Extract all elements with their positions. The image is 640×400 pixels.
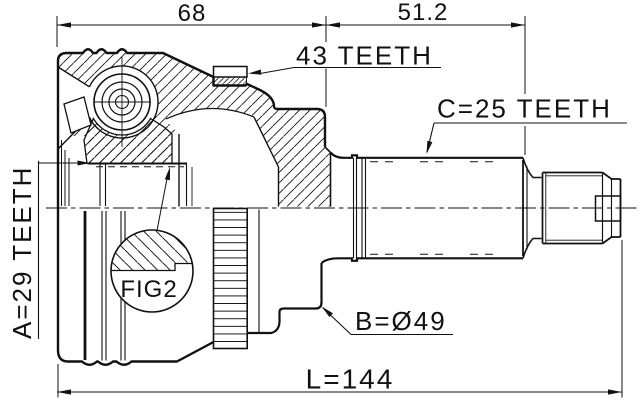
spline-bore xyxy=(88,163,187,207)
fig2-arrowhead xyxy=(164,167,170,181)
arrow-length-left xyxy=(57,389,71,395)
outer-race-section xyxy=(57,49,331,207)
inner-race-section xyxy=(61,117,193,206)
label-43-teeth: 43 TEETH xyxy=(296,41,433,71)
grease-cavity xyxy=(166,108,279,207)
drawing-labels: 68 51.2 43 TEETH C=25 TEETH A=29 TEETH B… xyxy=(7,0,612,395)
bell-lower-outline xyxy=(56,206,215,366)
shaft-top-edge xyxy=(329,151,523,159)
fig2-step-boundary xyxy=(111,262,193,272)
arrow-c-spline xyxy=(426,140,433,154)
tone-ring-rect xyxy=(212,65,248,78)
back-wall-edge xyxy=(253,116,280,207)
arrowheads xyxy=(57,22,622,395)
cavity-top-edge xyxy=(165,107,255,120)
neck-bottom xyxy=(522,237,542,259)
hub-lower-outline xyxy=(247,263,323,335)
housing-outline xyxy=(56,48,327,207)
leader-43-teeth xyxy=(259,66,441,75)
dimension-68: 68 xyxy=(178,0,207,27)
arrow-68-right xyxy=(312,22,326,28)
arrow-43-teeth xyxy=(248,69,262,75)
arrow-length-right xyxy=(608,389,622,395)
fig2-leader xyxy=(156,171,169,231)
snapring-groove xyxy=(172,134,179,164)
arrow-51-right xyxy=(511,22,525,28)
bell-lip xyxy=(58,136,88,207)
label-a-29-teeth: A=29 TEETH xyxy=(7,166,37,339)
back-step xyxy=(324,146,332,154)
shaft-bottom-edge xyxy=(320,257,523,264)
dimension-51-2: 51.2 xyxy=(398,0,449,26)
label-b-diameter: B=Ø49 xyxy=(355,306,447,336)
arrow-a-spline xyxy=(77,160,90,166)
label-fig2-detail: FIG2 xyxy=(120,276,177,303)
dimensions xyxy=(37,16,627,398)
dimension-length: L=144 xyxy=(306,364,395,395)
arrow-b-diameter xyxy=(321,306,333,318)
abs-tone-ring-band xyxy=(212,207,249,350)
arrow-51-left xyxy=(326,22,340,28)
neck-top xyxy=(522,157,542,179)
inner-race-hatched xyxy=(83,117,173,165)
leader-a-spline xyxy=(37,161,78,339)
bearing-ball xyxy=(93,57,151,147)
tone-ring-section xyxy=(212,65,248,86)
tone-ring-hatch xyxy=(213,76,247,86)
arrow-68-left xyxy=(57,22,71,28)
fig2-circle-outline xyxy=(110,229,194,313)
label-c-25-teeth: C=25 TEETH xyxy=(437,94,612,124)
